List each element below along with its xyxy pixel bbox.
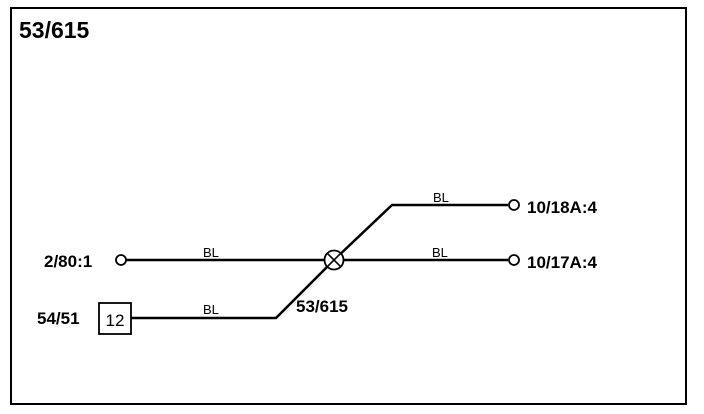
splice-icon [323, 249, 345, 271]
wire-color-upper-left: BL [203, 245, 219, 260]
connector-box-54-51 [98, 302, 132, 335]
label-10-17a: 10/17A:4 [527, 253, 597, 272]
wire-color-upper-right: BL [433, 190, 449, 205]
splice-label: 53/615 [296, 297, 348, 316]
terminal-10-17a [508, 254, 520, 266]
diagram-title: 53/615 [19, 17, 90, 43]
label-54-51: 54/51 [37, 309, 80, 328]
wire-54-51-to-splice [131, 259, 335, 320]
wire-color-lower-left: BL [203, 302, 219, 317]
wire-color-lower-right: BL [432, 245, 448, 260]
terminal-10-18a [508, 199, 520, 211]
wire-splice-to-10-18a [333, 203, 508, 261]
diagram-frame [10, 7, 687, 405]
terminal-2-80 [115, 254, 127, 266]
label-10-18a: 10/18A:4 [527, 198, 597, 217]
connector-box-pin: 12 [106, 311, 125, 330]
label-2-80: 2/80:1 [44, 252, 92, 271]
